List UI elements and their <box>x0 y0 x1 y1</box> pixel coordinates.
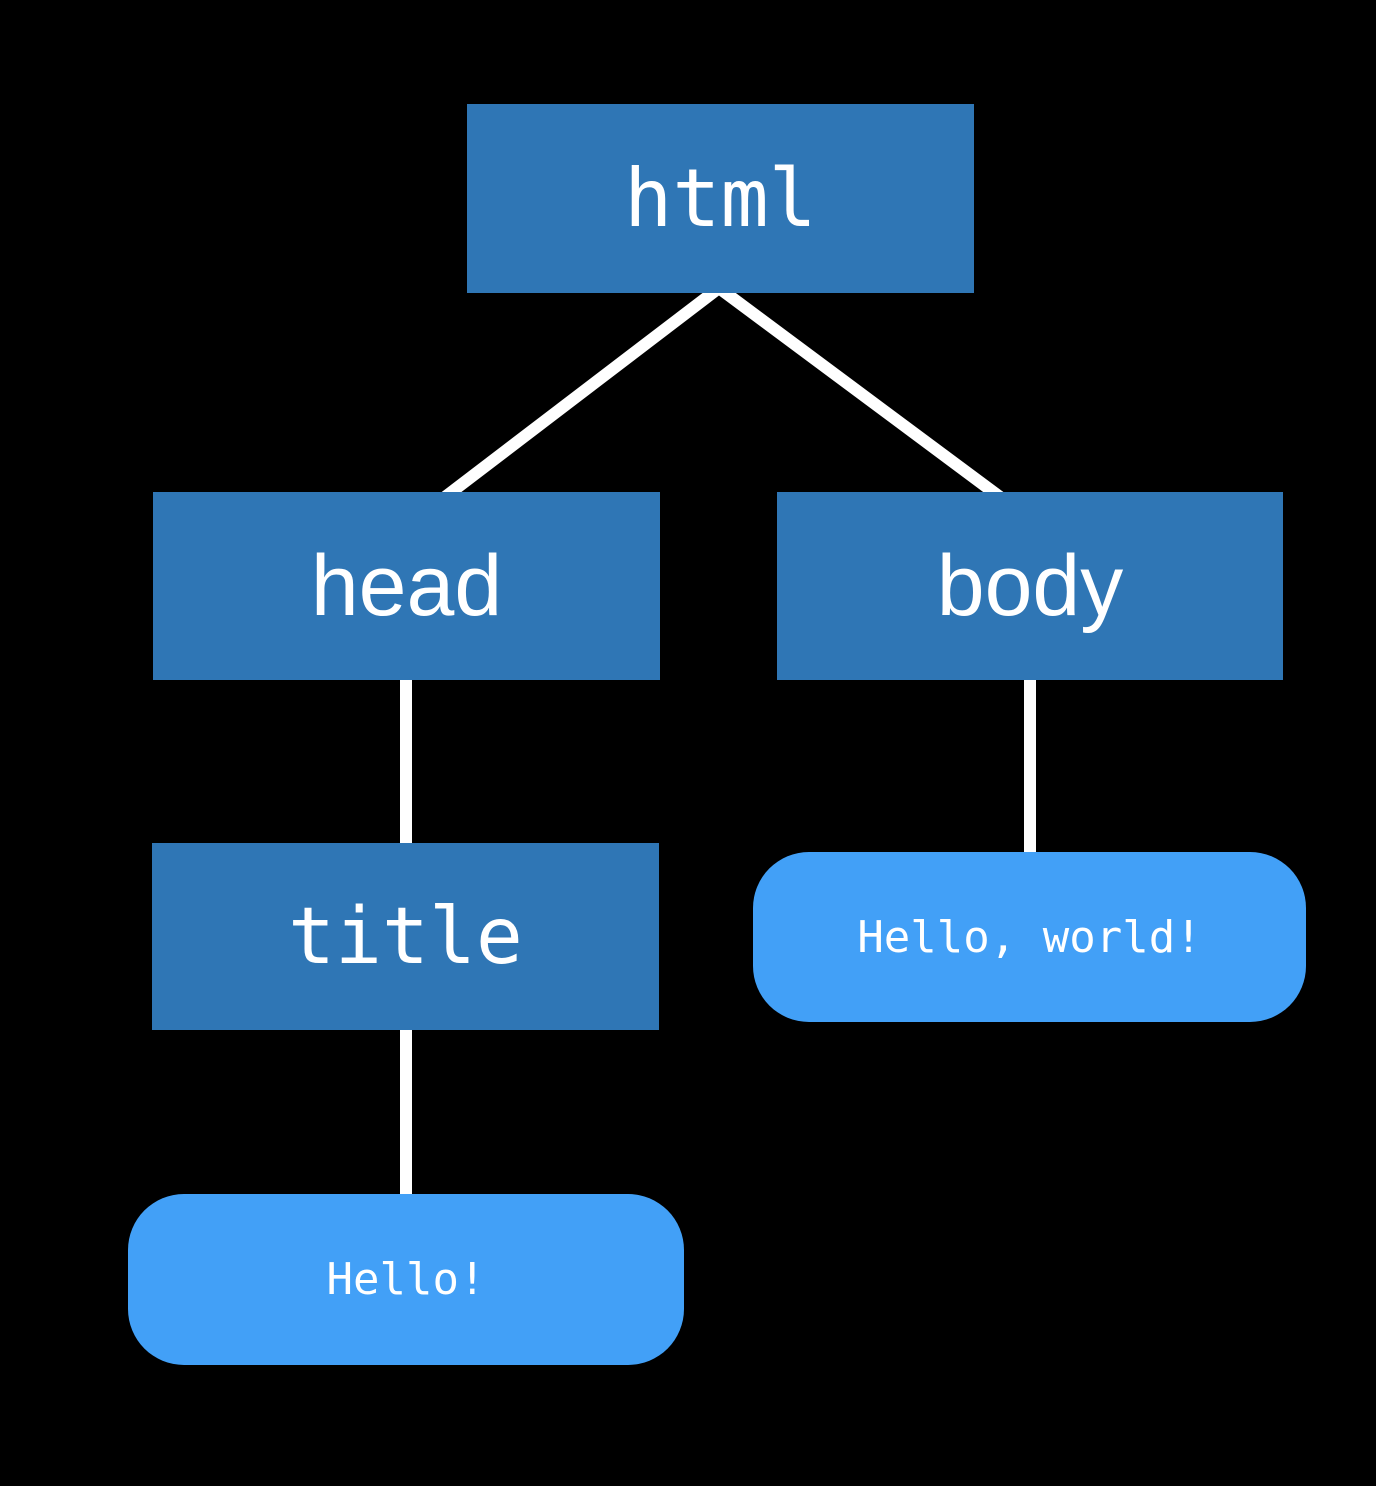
edge-html-body <box>715 283 1004 502</box>
node-html-label: html <box>624 152 817 245</box>
node-head-element: head <box>153 492 660 680</box>
node-text-hello: Hello! <box>128 1194 684 1365</box>
edge-html-head <box>441 283 723 502</box>
node-body-label: body <box>936 537 1124 634</box>
node-html-element: html <box>467 104 974 293</box>
node-text-hello-world-label: Hello, world! <box>857 911 1202 963</box>
node-body-element: body <box>777 492 1283 680</box>
node-head-label: head <box>310 537 503 634</box>
node-text-hello-label: Hello! <box>326 1254 486 1305</box>
node-title-label: title <box>288 891 523 982</box>
node-title-element: title <box>152 843 659 1030</box>
node-text-hello-world: Hello, world! <box>753 852 1306 1022</box>
